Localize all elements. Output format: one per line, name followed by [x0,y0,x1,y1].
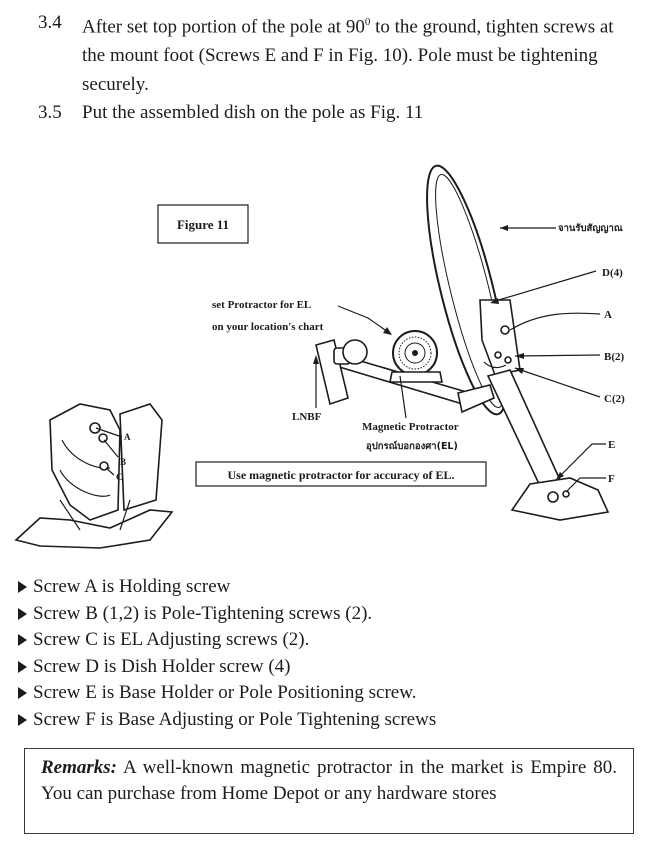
list-item-text: Screw A is Holding screw [33,576,231,597]
label-a: A [604,309,612,321]
label-b2: B(2) [604,351,625,363]
magnetic-protractor-thai-label: อุปกรณ์บอกองศา(EL) [366,440,458,452]
leader-lines [313,225,606,493]
bullet-triangle-icon [18,660,27,673]
inset-label-c: C [116,472,123,482]
step-text-part: to the ground, tighten screws at the mou… [82,16,614,96]
mount-foot-inset-illustration [14,403,174,549]
magnetic-protractor-label: Magnetic Protractor [362,421,459,433]
label-f: F [608,473,615,485]
note-box [195,461,487,487]
step-text-part: After set top portion of the pole at 90 [82,16,365,38]
bullet-triangle-icon [18,687,27,700]
label-e: E [608,439,615,451]
step-3-4: 3.4 After set top portion of the pole at… [38,8,638,99]
step-number: 3.4 [38,12,62,33]
list-item-text: Screw C is EL Adjusting screws (2). [33,629,310,650]
remarks-title: Remarks: [41,757,117,778]
list-item-text: Screw E is Base Holder or Pole Positioni… [33,682,417,703]
list-item: Screw F is Base Adjusting or Pole Tighte… [18,707,436,734]
inset-label-b: B [120,457,126,467]
degree-superscript: 0 [364,16,371,28]
step-3-5: 3.5 Put the assembled dish on the pole a… [38,98,638,127]
step-text: Put the assembled dish on the pole as Fi… [82,102,424,123]
protractor-label-line1: set Protractor for EL [212,299,311,311]
figure-title: Figure 11 [177,217,229,232]
lnbf-label: LNBF [292,411,322,423]
figure-11-diagram: Figure 11 [14,164,625,549]
satellite-dish-illustration [315,164,610,521]
remarks-text: A well-known magnetic protractor in the … [41,757,617,804]
figure-title-box [157,204,249,244]
list-item: Screw D is Dish Holder screw (4) [18,654,436,681]
bullet-triangle-icon [18,581,27,594]
screw-list: Screw A is Holding screw Screw B (1,2) i… [18,574,436,733]
note-text: Use magnetic protractor for accuracy of … [228,468,455,482]
bullet-triangle-icon [18,713,27,726]
list-item-text: Screw F is Base Adjusting or Pole Tighte… [33,708,437,730]
label-c2: C(2) [604,393,625,405]
inset-label-a: A [124,432,131,442]
thai-dish-label: จานรับสัญญาณ [558,223,623,234]
list-item-text: Screw D is Dish Holder screw (4) [33,655,291,677]
bullet-triangle-icon [18,607,27,620]
step-number: 3.5 [38,102,62,123]
bullet-triangle-icon [18,634,27,647]
list-item: Screw A is Holding screw [18,574,436,601]
list-item: Screw C is EL Adjusting screws (2). [18,627,436,654]
protractor-label-line2: on your location's chart [212,321,324,333]
list-item: Screw E is Base Holder or Pole Positioni… [18,680,436,707]
remarks-box: Remarks: A well-known magnetic protracto… [24,748,634,834]
list-item: Screw B (1,2) is Pole-Tightening screws … [18,601,436,628]
label-d4: D(4) [602,267,623,279]
step-text: After set top portion of the pole at 900… [82,8,638,99]
list-item-text: Screw B (1,2) is Pole-Tightening screws … [33,602,373,624]
